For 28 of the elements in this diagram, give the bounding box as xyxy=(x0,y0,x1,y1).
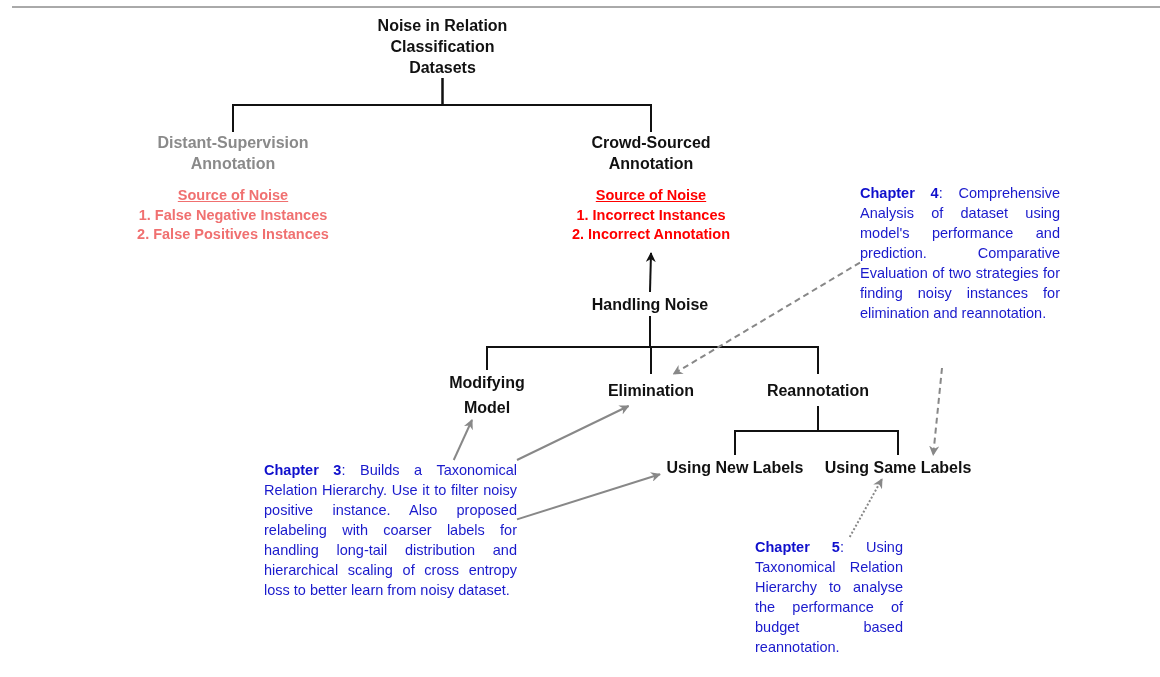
category-label: Handling Noise xyxy=(591,294,709,315)
noise-item: 1. False Negative Instances xyxy=(138,205,328,225)
tree-connector xyxy=(441,77,652,133)
arrow xyxy=(645,252,656,293)
arrow xyxy=(929,367,943,456)
arrow xyxy=(516,405,630,461)
category-label: Modifying Model xyxy=(448,373,526,418)
category-label: Reannotation xyxy=(766,380,870,401)
arrow xyxy=(848,478,883,538)
category-label: Using Same Labels xyxy=(824,457,972,478)
noise-heading: Source of Noise xyxy=(595,186,707,205)
chapter-note: Chapter 5: Using Taxonomical Relation Hierarchy to analyse the performance of budget based reannotation. xyxy=(755,538,903,657)
tree-connector xyxy=(817,405,899,456)
category-label: Crowd-Sourced Annotation xyxy=(590,133,712,174)
noise-item: 2. Incorrect Annotation xyxy=(571,225,731,244)
root-label: Noise in Relation Classification Datasets xyxy=(376,15,509,78)
noise-item: 1. Incorrect Instances xyxy=(576,205,726,225)
arrow xyxy=(672,261,861,375)
category-label: Elimination xyxy=(607,380,695,401)
arrow xyxy=(516,472,661,521)
category-label: Distant-Supervision Annotation xyxy=(156,133,310,174)
category-label: Using New Labels xyxy=(666,457,804,478)
noise-heading: Source of Noise xyxy=(177,186,289,205)
chapter-note: Chapter 3: Builds a Taxonomical Relation Hierarchy. Use it to filter noisy positive instance. Also proposed relabeling with coarser labels for handling long-tail distribution and hierarchical scaling of cross entropy loss to better learn from noisy dataset. xyxy=(264,461,517,600)
tree-connector xyxy=(649,315,819,375)
arrow xyxy=(452,419,473,461)
chapter-note: Chapter 4: Comprehensive Analysis of dataset using model's performance and prediction. Comparative Evaluation of two strategies for finding noisy instances for elimination and reannotation. xyxy=(860,184,1060,323)
noise-item: 2. False Positives Instances xyxy=(137,225,329,244)
